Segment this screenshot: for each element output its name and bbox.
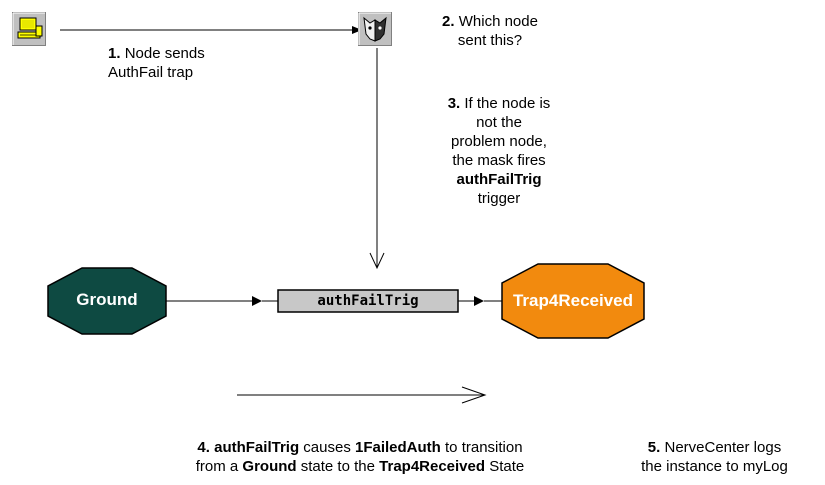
step-3-trigger-name: authFailTrig <box>456 171 542 188</box>
step-4-trap4received: Trap4Received <box>379 458 486 475</box>
step-5-line1: NerveCenter logs <box>664 439 782 456</box>
mask-icon <box>358 12 392 46</box>
step-3-text: 3. If the node is not the problem node, … <box>414 94 584 208</box>
step-4-ground: Ground <box>242 458 297 475</box>
step-2-text: 2. Which node sent this? <box>420 12 560 50</box>
trap4received-state-octagon <box>501 263 645 339</box>
step-5-line2: the instance to myLog <box>641 458 788 475</box>
transition-arrow <box>237 386 487 404</box>
step-3-line6: trigger <box>477 190 521 207</box>
step-3-line2: not the <box>476 114 522 131</box>
step-4-from-a: from a <box>195 458 239 475</box>
step-1-line2: AuthFail trap <box>108 64 194 81</box>
step-3-number: 3. <box>447 95 461 112</box>
step-4-to-transition: to transition <box>445 439 523 456</box>
step-4-text: 4. authFailTrig causes 1FailedAuth to tr… <box>130 438 590 476</box>
step-4-number: 4. <box>197 439 210 456</box>
arrow-mask-to-trigger <box>369 48 385 270</box>
step-1-text: 1. Node sends AuthFail trap <box>108 44 205 82</box>
step-4-causes: causes <box>303 439 351 456</box>
ground-state-octagon <box>47 267 167 335</box>
step-1-number: 1. <box>108 45 121 62</box>
step-2-line1: Which node <box>458 13 538 30</box>
computer-node-icon <box>12 12 46 46</box>
step-3-line1: If the node is <box>464 95 551 112</box>
arrow-ground-to-trigger <box>166 296 278 306</box>
trigger-label: authFailTrig <box>317 293 419 309</box>
step-4-instance: 1FailedAuth <box>355 439 441 456</box>
step-3-line4: the mask fires <box>452 152 546 169</box>
step-4-trigger: authFailTrig <box>214 439 300 456</box>
step-2-line2: sent this? <box>457 32 523 49</box>
step-1-line1: Node sends <box>124 45 205 62</box>
step-4-state-to-the: state to the <box>300 458 375 475</box>
ground-state-label: Ground <box>76 290 138 309</box>
arrow-trigger-to-trap <box>458 296 502 306</box>
trap4received-state-label: Trap4Received <box>512 291 633 310</box>
step-5-text: 5. NerveCenter logs the instance to myLo… <box>612 438 817 476</box>
step-4-state: State <box>489 458 525 475</box>
step-5-number: 5. <box>647 439 661 456</box>
arrow-node-to-mask <box>60 26 362 34</box>
step-2-number: 2. <box>442 13 455 30</box>
step-3-line3: problem node, <box>451 133 547 150</box>
step-3-line5: authFailTrig <box>414 170 584 189</box>
